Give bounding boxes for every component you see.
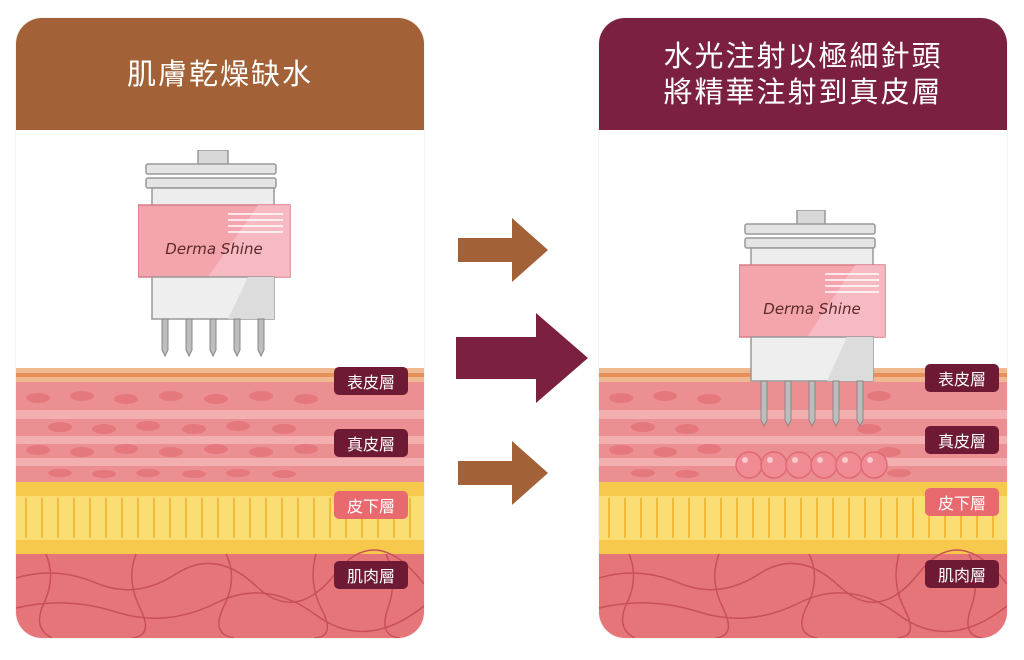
microneedle-device-icon: Derma Shine (138, 150, 291, 358)
panel-title-line: 水光注射以極細針頭 (663, 39, 943, 73)
layer-label-epidermis: 表皮層 (334, 367, 408, 395)
panel-dry-skin: 肌膚乾燥缺水 Derma Shine 表皮層 真皮層 皮下層 肌肉層 (16, 18, 424, 638)
layer-label-muscle: 肌肉層 (334, 561, 408, 589)
microneedle-device-icon: Derma Shine (739, 210, 886, 428)
panel-title-line: 肌膚乾燥缺水 (126, 57, 313, 91)
layer-label-subcutaneous: 皮下層 (925, 488, 999, 516)
layer-label-subcutaneous: 皮下層 (334, 491, 408, 519)
device-brand: Derma Shine (165, 240, 262, 258)
layer-label-epidermis: 表皮層 (925, 364, 999, 392)
panel-header-right: 水光注射以極細針頭 將精華注射到真皮層 (599, 18, 1007, 130)
layer-label-dermis: 真皮層 (925, 426, 999, 454)
arrow-right-icon (456, 313, 588, 403)
layer-label-dermis: 真皮層 (334, 429, 408, 457)
skin-layers-illustration (599, 368, 1007, 638)
panel-injection: 水光注射以極細針頭 將精華注射到真皮層 Derma Shine 表皮層 真皮層 … (599, 18, 1007, 638)
arrow-right-icon (458, 441, 548, 505)
device-brand: Derma Shine (763, 300, 860, 318)
layer-label-muscle: 肌肉層 (925, 560, 999, 588)
arrow-right-icon (458, 218, 548, 282)
panel-title-line: 將精華注射到真皮層 (663, 75, 943, 109)
panel-header-left: 肌膚乾燥缺水 (16, 18, 424, 130)
